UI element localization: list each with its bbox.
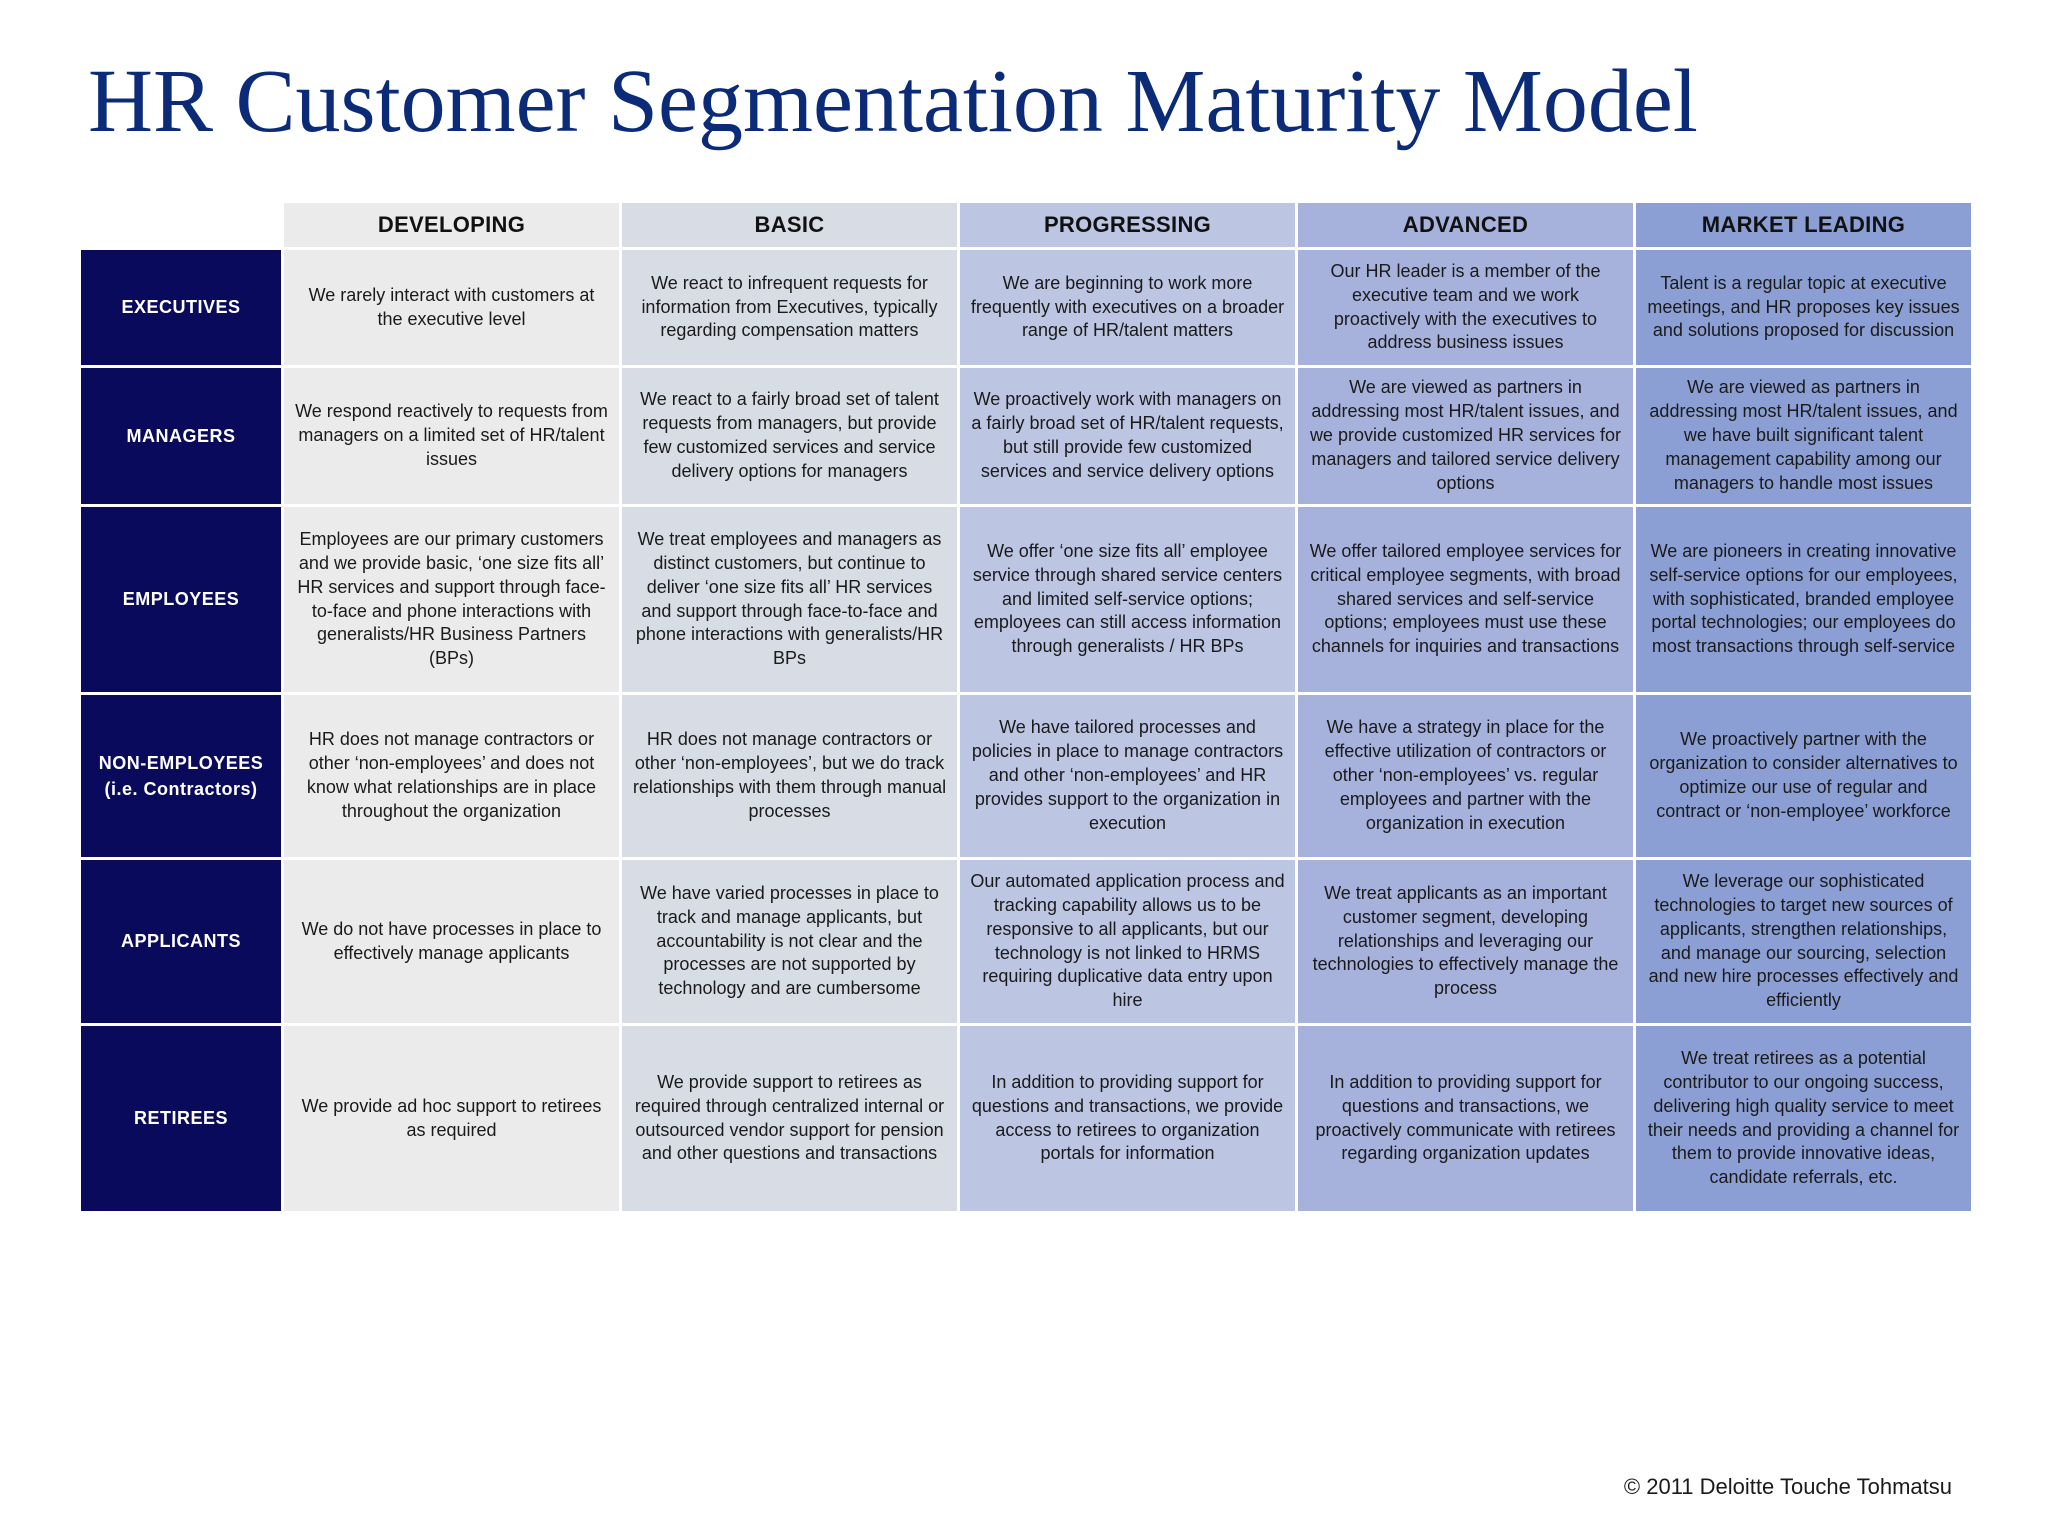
cell-managers-progressing: We proactively work with managers on a f…	[960, 368, 1295, 504]
row-managers: MANAGERS We respond reactively to reques…	[81, 368, 1971, 504]
cell-applicants-progressing: Our automated application process and tr…	[960, 860, 1295, 1023]
cell-employees-market-leading: We are pioneers in creating innovative s…	[1636, 507, 1971, 692]
row-header-managers: MANAGERS	[81, 368, 281, 504]
column-header-developing: DEVELOPING	[284, 203, 619, 247]
row-label: EMPLOYEES	[122, 589, 240, 610]
row-non-employees: NON-EMPLOYEES (i.e. Contractors) HR does…	[81, 695, 1971, 857]
page-title: HR Customer Segmentation Maturity Model	[88, 52, 1698, 151]
cell-non-employees-market-leading: We proactively partner with the organiza…	[1636, 695, 1971, 857]
cell-employees-advanced: We offer tailored employee services for …	[1298, 507, 1633, 692]
cell-managers-developing: We respond reactively to requests from m…	[284, 368, 619, 504]
cell-non-employees-progressing: We have tailored processes and policies …	[960, 695, 1295, 857]
row-header-retirees: RETIREES	[81, 1026, 281, 1211]
cell-employees-basic: We treat employees and managers as disti…	[622, 507, 957, 692]
cell-retirees-market-leading: We treat retirees as a potential contrib…	[1636, 1026, 1971, 1211]
column-header-market-leading: MARKET LEADING	[1636, 203, 1971, 247]
cell-non-employees-developing: HR does not manage contractors or other …	[284, 695, 619, 857]
cell-managers-advanced: We are viewed as partners in addressing …	[1298, 368, 1633, 504]
row-applicants: APPLICANTS We do not have processes in p…	[81, 860, 1971, 1023]
cell-applicants-market-leading: We leverage our sophisticated technologi…	[1636, 860, 1971, 1023]
row-label: MANAGERS	[126, 425, 236, 446]
cell-non-employees-basic: HR does not manage contractors or other …	[622, 695, 957, 857]
row-header-non-employees: NON-EMPLOYEES (i.e. Contractors)	[81, 695, 281, 857]
corner-cell	[81, 203, 281, 247]
cell-retirees-developing: We provide ad hoc support to retirees as…	[284, 1026, 619, 1211]
cell-employees-developing: Employees are our primary customers and …	[284, 507, 619, 692]
row-label: NON-EMPLOYEES	[98, 752, 264, 773]
cell-executives-market-leading: Talent is a regular topic at executive m…	[1636, 250, 1971, 365]
row-header-applicants: APPLICANTS	[81, 860, 281, 1023]
row-header-employees: EMPLOYEES	[81, 507, 281, 692]
row-label: EXECUTIVES	[121, 297, 241, 318]
column-header-basic: BASIC	[622, 203, 957, 247]
cell-non-employees-advanced: We have a strategy in place for the effe…	[1298, 695, 1633, 857]
column-header-advanced: ADVANCED	[1298, 203, 1633, 247]
cell-managers-market-leading: We are viewed as partners in addressing …	[1636, 368, 1971, 504]
cell-applicants-developing: We do not have processes in place to eff…	[284, 860, 619, 1023]
cell-retirees-progressing: In addition to providing support for que…	[960, 1026, 1295, 1211]
cell-executives-developing: We rarely interact with customers at the…	[284, 250, 619, 365]
row-employees: EMPLOYEES Employees are our primary cust…	[81, 507, 1971, 692]
column-header-row: DEVELOPING BASIC PROGRESSING ADVANCED MA…	[81, 203, 1971, 247]
cell-executives-advanced: Our HR leader is a member of the executi…	[1298, 250, 1633, 365]
column-header-progressing: PROGRESSING	[960, 203, 1295, 247]
cell-retirees-basic: We provide support to retirees as requir…	[622, 1026, 957, 1211]
cell-retirees-advanced: In addition to providing support for que…	[1298, 1026, 1633, 1211]
cell-applicants-basic: We have varied processes in place to tra…	[622, 860, 957, 1023]
cell-managers-basic: We react to a fairly broad set of talent…	[622, 368, 957, 504]
cell-executives-basic: We react to infrequent requests for info…	[622, 250, 957, 365]
row-executives: EXECUTIVES We rarely interact with custo…	[81, 250, 1971, 365]
copyright-footer: © 2011 Deloitte Touche Tohmatsu	[1623, 1474, 1952, 1499]
row-retirees: RETIREES We provide ad hoc support to re…	[81, 1026, 1971, 1211]
cell-employees-progressing: We offer ‘one size fits all’ employee se…	[960, 507, 1295, 692]
cell-applicants-advanced: We treat applicants as an important cust…	[1298, 860, 1633, 1023]
row-label: RETIREES	[133, 1108, 229, 1129]
row-label: APPLICANTS	[120, 931, 241, 952]
row-sublabel: (i.e. Contractors)	[104, 779, 258, 799]
maturity-matrix: DEVELOPING BASIC PROGRESSING ADVANCED MA…	[78, 200, 1974, 1214]
row-header-executives: EXECUTIVES	[81, 250, 281, 365]
cell-executives-progressing: We are beginning to work more frequently…	[960, 250, 1295, 365]
